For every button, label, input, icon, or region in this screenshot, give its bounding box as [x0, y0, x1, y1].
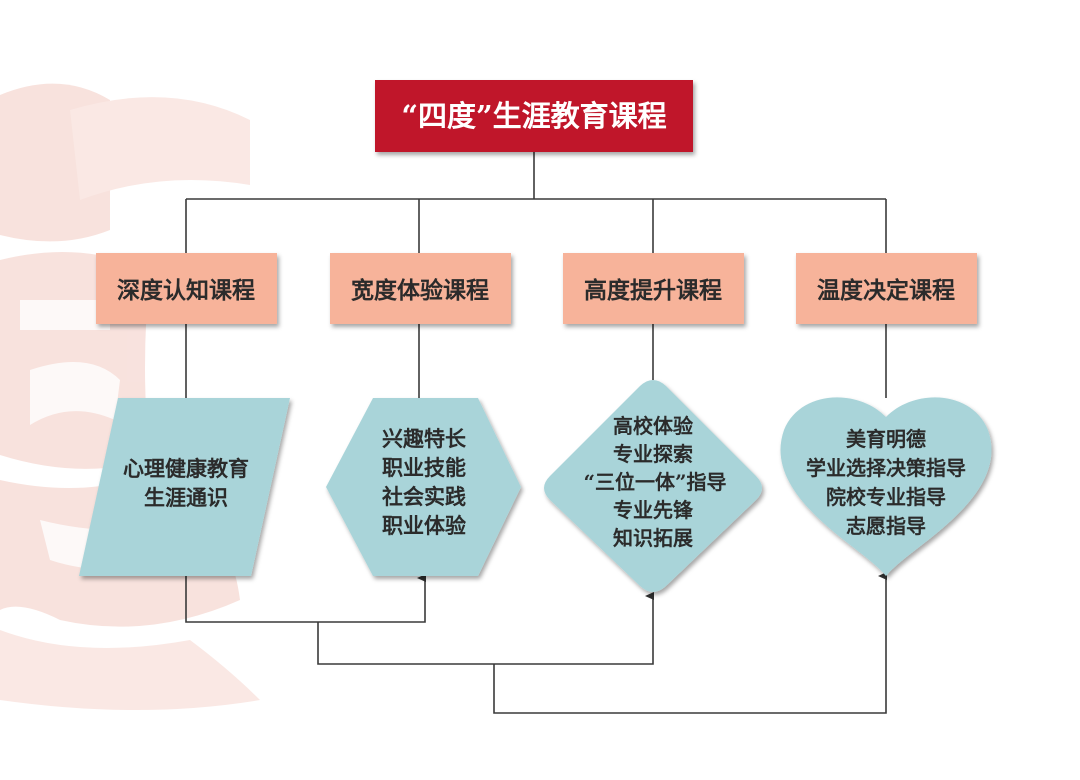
diamond-shape: 高校体验 专业探索 “三位一体”指导 专业先锋 知识拓展	[544, 380, 762, 592]
seal-watermark	[0, 83, 260, 710]
heart-line-2: 学业选择决策指导	[806, 456, 966, 480]
category-label-warmth: 温度决定课程	[817, 277, 955, 304]
diamond-line-2: 专业探索	[613, 442, 693, 466]
hexagon-line-4: 职业体验	[382, 513, 466, 538]
parallelogram-line-1: 心理健康教育	[123, 456, 249, 481]
category-box-height: 高度提升课程	[563, 253, 744, 324]
hexagon-line-2: 职业技能	[382, 455, 466, 480]
heart-line-4: 志愿指导	[846, 514, 926, 538]
hexagon-shape: 兴趣特长 职业技能 社会实践 职业体验	[326, 398, 521, 576]
connectors	[185, 152, 887, 714]
diamond-line-5: 知识拓展	[613, 526, 693, 550]
category-label-height: 高度提升课程	[584, 277, 722, 304]
root-title-box: “四度”生涯教育课程	[375, 80, 693, 152]
parallelogram-shape: 心理健康教育 生涯通识	[79, 398, 290, 576]
category-label-depth: 深度认知课程	[117, 277, 255, 304]
heart-shape: 美育明德 学业选择决策指导 院校专业指导 志愿指导	[780, 397, 992, 576]
category-box-depth: 深度认知课程	[96, 253, 277, 324]
heart-line-1: 美育明德	[846, 427, 926, 451]
category-label-breadth: 宽度体验课程	[351, 277, 489, 304]
root-title: “四度”生涯教育课程	[401, 99, 666, 133]
parallelogram-line-2: 生涯通识	[144, 485, 228, 510]
category-box-warmth: 温度决定课程	[796, 253, 977, 324]
hexagon-line-3: 社会实践	[381, 484, 466, 509]
diamond-line-3: “三位一体”指导	[583, 470, 726, 494]
category-box-breadth: 宽度体验课程	[330, 253, 511, 324]
diamond-line-1: 高校体验	[613, 414, 693, 438]
heart-line-3: 院校专业指导	[826, 485, 946, 509]
hexagon-line-1: 兴趣特长	[382, 426, 467, 451]
diamond-line-4: 专业先锋	[613, 498, 694, 522]
